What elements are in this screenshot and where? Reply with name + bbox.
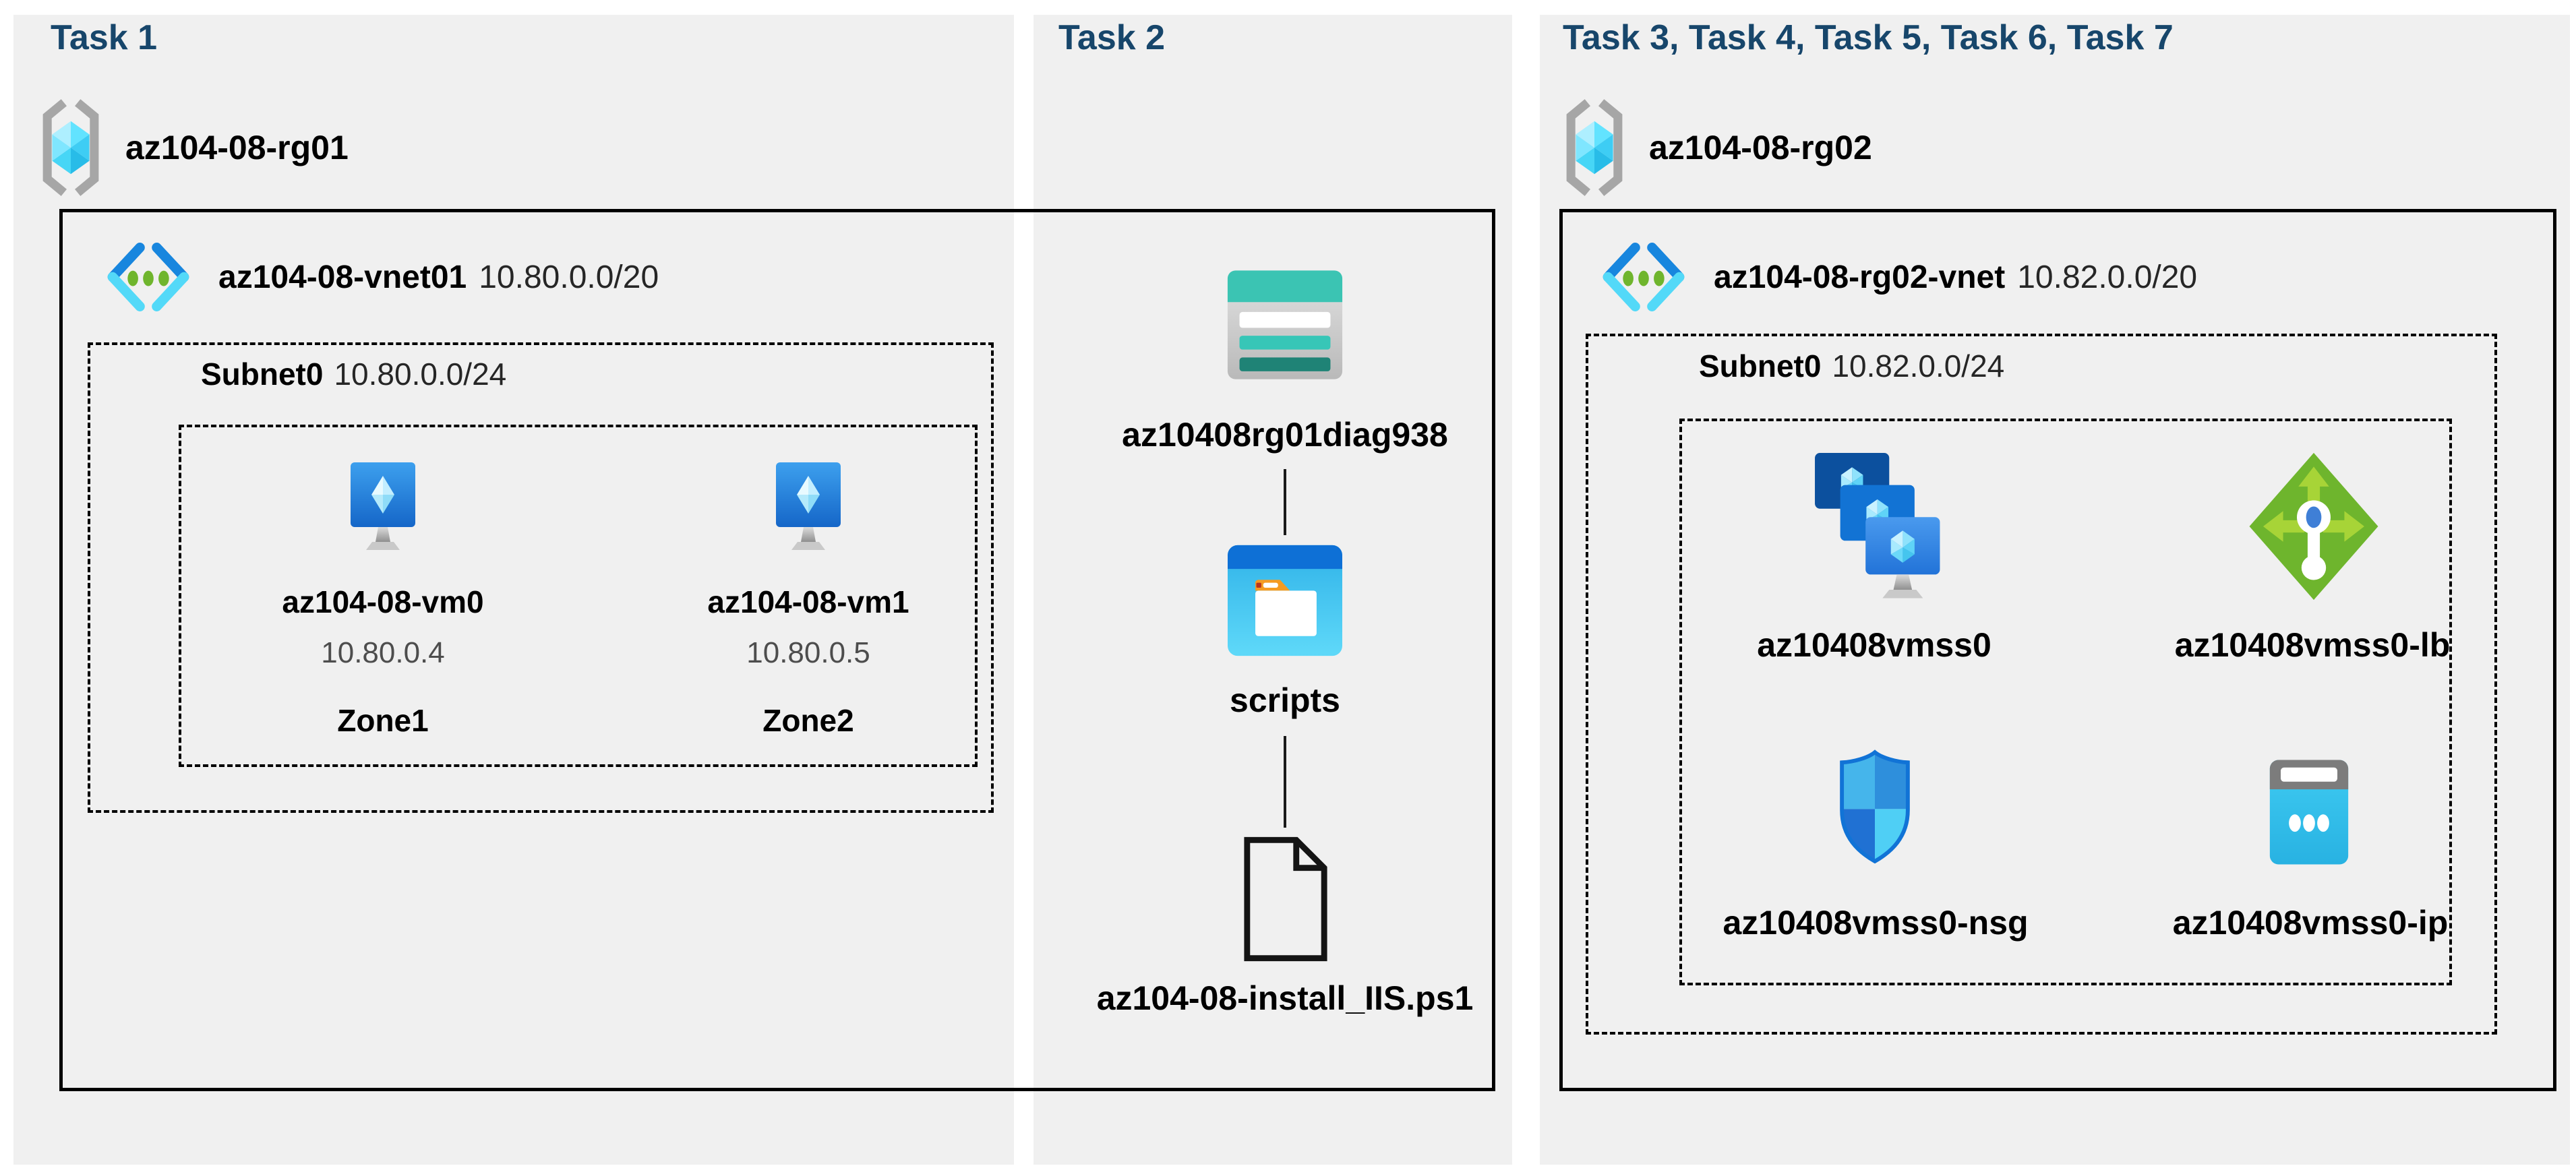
vm0-name: az104-08-vm0 (282, 584, 484, 619)
connector-storage-scripts (1284, 469, 1286, 535)
task2-title: Task 2 (1058, 18, 1166, 57)
nsg-icon (1835, 749, 1915, 864)
public-ip-name: az10408vmss0-ip (2172, 904, 2449, 942)
resource-group-rg01: az104-08-rg01 (40, 98, 349, 197)
subnet0-rg02-label: Subnet0 10.82.0.0/24 (1699, 348, 2004, 384)
nsg-name: az10408vmss0-nsg (1723, 904, 2029, 942)
vnet01-cidr: 10.80.0.0/20 (479, 259, 659, 295)
task1-title: Task 1 (51, 18, 158, 57)
vmss-name: az10408vmss0 (1757, 626, 1991, 664)
virtual-machine-icon (775, 461, 842, 555)
resource-group-icon (40, 98, 101, 197)
panel-task3-7 (1540, 15, 2570, 1165)
document-icon (1240, 836, 1331, 962)
scripts-container-name: scripts (1230, 681, 1340, 719)
resource-group-rg02: az104-08-rg02 (1564, 98, 1872, 197)
rg02-vnet-boundary (1559, 209, 2556, 1091)
subnet0-rg02-name: Subnet0 (1699, 348, 1822, 383)
vm1-name: az104-08-vm1 (707, 584, 909, 619)
vmss-resources-boundary (1679, 419, 2452, 985)
subnet0-rg01-boundary (88, 342, 994, 813)
subnet0-rg01-label: Subnet0 10.80.0.0/24 (201, 356, 506, 392)
public-ip-icon (2267, 758, 2352, 867)
vm0-ip: 10.80.0.4 (321, 636, 445, 669)
subnet0-rg01-cidr: 10.80.0.0/24 (334, 357, 507, 392)
subnet0-rg02-boundary (1586, 334, 2497, 1035)
vnet01: az104-08-vnet01 10.80.0.0/20 (101, 240, 659, 314)
rg02-vnet-cidr: 10.82.0.0/20 (2017, 259, 2198, 295)
rg02-vnet-name: az104-08-rg02-vnet (1714, 259, 2006, 295)
storage-account-icon (1226, 268, 1344, 381)
vm1-zone: Zone2 (762, 703, 854, 738)
vm1-ip: 10.80.0.5 (746, 636, 870, 669)
resource-group-icon (1564, 98, 1625, 197)
vm-zone-boundary (179, 425, 978, 767)
virtual-network-icon (1596, 242, 1691, 312)
virtual-network-icon (101, 242, 196, 312)
script-file-name: az104-08-install_IIS.ps1 (1096, 979, 1474, 1017)
storage-account-name: az10408rg01diag938 (1122, 416, 1448, 454)
task3-7-title: Task 3, Task 4, Task 5, Task 6, Task 7 (1563, 18, 2174, 57)
subnet0-rg01-name: Subnet0 (201, 357, 324, 392)
lb-name: az10408vmss0-lb (2174, 626, 2451, 664)
rg01-vnet-boundary (59, 209, 1495, 1091)
vm0-zone: Zone1 (337, 703, 429, 738)
vm-scale-set-icon (1815, 453, 1942, 600)
virtual-machine-icon (349, 461, 417, 555)
rg01-name: az104-08-rg01 (125, 129, 349, 166)
load-balancer-icon (2246, 449, 2381, 604)
vnet01-name: az104-08-vnet01 (218, 259, 467, 295)
rg02-vnet: az104-08-rg02-vnet 10.82.0.0/20 (1596, 240, 2197, 314)
subnet0-rg02-cidr: 10.82.0.0/24 (1832, 348, 2005, 383)
rg02-name: az104-08-rg02 (1649, 129, 1872, 166)
connector-scripts-file (1284, 736, 1286, 828)
folder-icon (1226, 543, 1344, 658)
